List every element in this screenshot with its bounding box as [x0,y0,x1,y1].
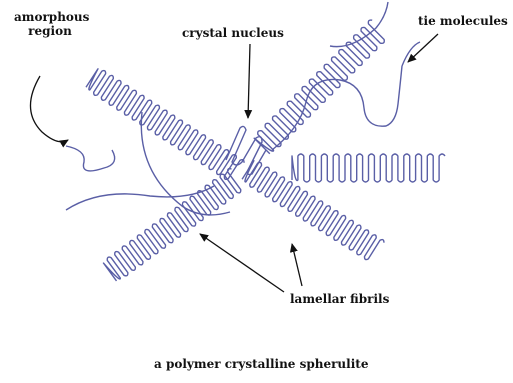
amorphous-chain-middle [66,186,214,210]
amorphous-label-line2: region [14,24,86,38]
lamella-lower-left [104,169,241,281]
arrow-crystal-nucleus [248,44,250,118]
crystal-nucleus-label: crystal nucleus [182,26,284,40]
lamella-right [292,154,445,182]
tie-chain-top [330,2,388,47]
amorphous-chain-left [66,146,115,171]
amorphous-label-line1: amorphous [14,10,86,24]
arrow-lamellar-2 [292,244,302,286]
lamella-upper-left [86,69,244,180]
amorphous-region-label: amorphous region [14,10,86,38]
tie-molecules-label: tie molecules [418,14,508,28]
tie-chain-upper [272,66,402,150]
arrow-amorphous [30,76,68,142]
lamella-upper-right [254,20,384,154]
lamellar-fibrils-label: lamellar fibrils [290,292,389,306]
arrow-lamellar-1 [200,234,284,292]
diagram-caption: a polymer crystalline spherulite [154,357,368,371]
